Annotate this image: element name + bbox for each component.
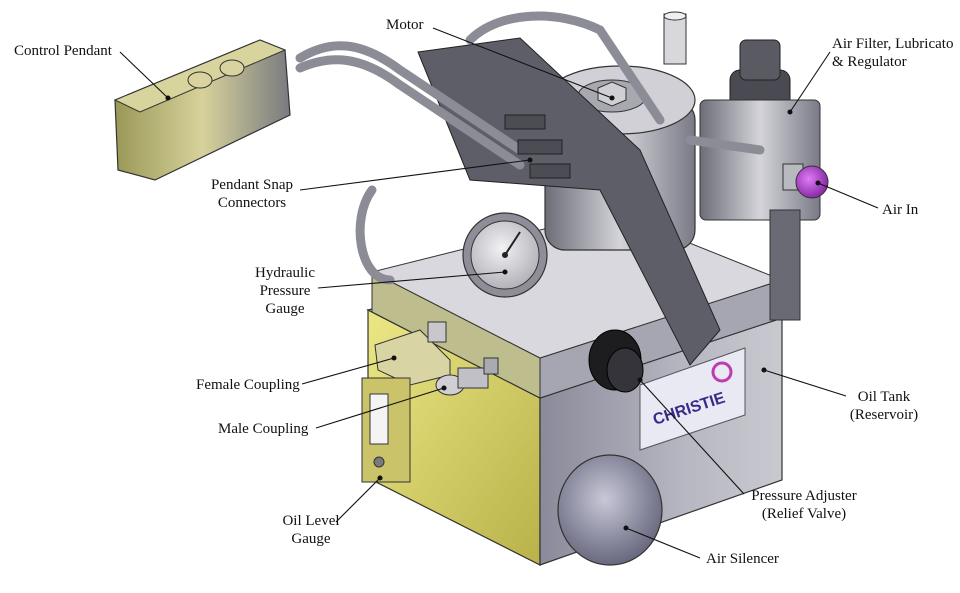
label-male-coupling: Male Coupling: [218, 421, 309, 437]
label-oil-tank-line2: (Reservoir): [849, 407, 919, 423]
air-silencer: [557, 454, 663, 566]
label-air-silencer: Air Silencer: [706, 551, 779, 567]
bracket-plate: [417, 37, 721, 366]
christie-logo-plate: CHRISTIE: [639, 347, 746, 451]
label-air-in: Air In: [882, 202, 919, 218]
label-hydraulic-line3: Gauge: [265, 301, 305, 317]
label-air-filter-line1: Air Filter, Lubricato: [832, 36, 954, 52]
label-pendant-snap-line1: Pendant Snap: [210, 177, 294, 193]
label-hydraulic-line1: Hydraulic: [255, 265, 315, 281]
female-coupling: [374, 321, 451, 386]
leader-lines: [119, 27, 879, 559]
label-oil-level-gauge: Oil Level Gauge: [266, 512, 356, 548]
label-control-pendant: Control Pendant: [14, 43, 112, 59]
label-air-filter: Air Filter, Lubricato & Regulator: [832, 35, 958, 71]
hydraulic-pressure-gauge: [462, 212, 548, 298]
label-pressure-adjuster-line2: (Relief Valve): [761, 506, 847, 522]
label-hydraulic-pressure-gauge: Hydraulic Pressure Gauge: [238, 264, 332, 318]
label-hydraulic-line2: Pressure: [259, 283, 311, 299]
label-pressure-adjuster: Pressure Adjuster (Relief Valve): [736, 487, 872, 523]
label-pendant-snap-line2: Connectors: [217, 195, 287, 211]
label-oil-tank-line1: Oil Tank: [857, 389, 911, 405]
oil-level-gauge: [361, 377, 411, 483]
label-oil-level-line2: Gauge: [291, 531, 331, 547]
label-air-filter-line2: & Regulator: [832, 54, 907, 70]
label-pressure-adjuster-line1: Pressure Adjuster: [751, 488, 857, 504]
air-in-fitting: [782, 163, 829, 199]
label-female-coupling: Female Coupling: [196, 377, 300, 393]
hydraulic-hoses: [295, 11, 765, 285]
pendant-snap-connectors: [504, 114, 571, 179]
label-pendant-snap-connectors: Pendant Snap Connectors: [194, 176, 310, 212]
label-oil-level-line1: Oil Level: [282, 513, 340, 529]
label-oil-tank: Oil Tank (Reservoir): [830, 388, 938, 424]
control-pendant: [113, 39, 291, 181]
pressure-adjuster-knob: [588, 329, 644, 393]
label-motor: Motor: [386, 17, 424, 33]
